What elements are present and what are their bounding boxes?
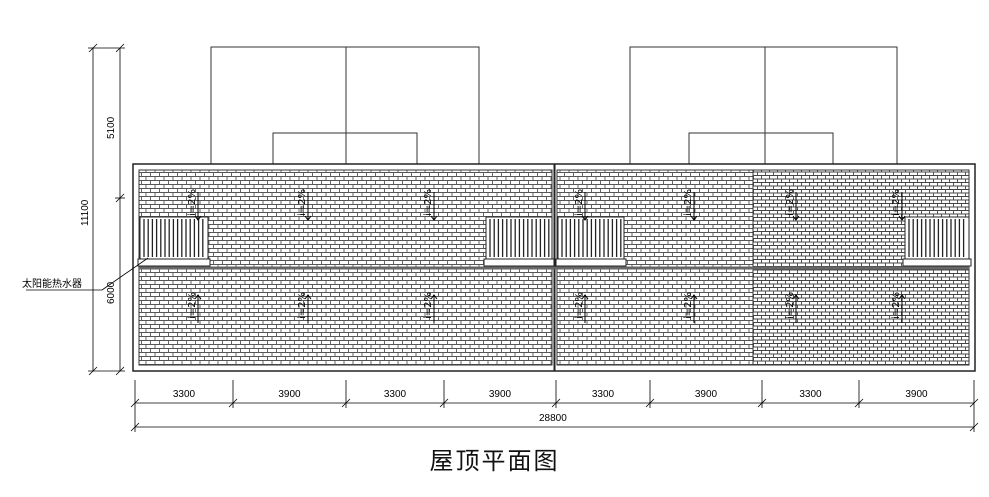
upper-outline-right	[629, 46, 898, 164]
dim-segment-6: 3900	[695, 389, 718, 400]
dim-segment-7: 3300	[799, 389, 822, 400]
slope-label-t5: i=2%	[785, 189, 800, 221]
slope-label-b0: i=2%	[187, 292, 202, 323]
dim-6000: 6000	[106, 281, 117, 304]
solar-heater-2	[483, 216, 555, 267]
slope-text: i=2%	[187, 189, 198, 216]
slope-text: i=2%	[297, 292, 308, 319]
dim-segment-3: 3300	[384, 389, 407, 400]
solar-heater-4	[902, 216, 972, 267]
dim-segment-4: 3900	[489, 389, 512, 400]
dim-28800: 28800	[539, 413, 567, 424]
slope-label-b1: i=2%	[297, 292, 312, 323]
slope-label-b2: i=2%	[423, 292, 438, 323]
solar-water-heaters	[137, 216, 972, 267]
slope-label-t3: i=2%	[574, 189, 589, 221]
dim-segment-2: 3900	[278, 389, 301, 400]
slope-label-b3: i=2%	[574, 292, 589, 323]
callout-label: 太阳能热水器	[22, 277, 82, 290]
slope-text: i=2%	[574, 292, 585, 319]
slope-label-t2: i=2%	[423, 189, 438, 221]
slope-text: i=2%	[187, 292, 198, 319]
slope-label-b6: i=2%	[891, 292, 906, 323]
slope-labels: i=2% i=2% i=2% i=2% i=2% i=2% i=2% i=2% i=2% i=2%…	[187, 189, 906, 323]
slope-label-t6: i=2%	[891, 189, 906, 221]
solar-heater-1	[137, 216, 211, 267]
upper-outline-left	[210, 46, 480, 164]
slope-text: i=2%	[297, 189, 308, 216]
slope-text: i=2%	[785, 189, 796, 216]
dim-5100: 5100	[106, 116, 117, 139]
slope-text: i=2%	[574, 189, 585, 216]
slope-text: i=2%	[423, 189, 434, 216]
slope-label-b4: i=2%	[683, 292, 698, 323]
dim-11100: 11100	[80, 199, 91, 226]
slope-text: i=2%	[683, 292, 694, 319]
bottom-dimensions: 3300 3900 3300 3900 3300 3900 3300 3900	[130, 380, 979, 432]
left-dimensions	[88, 43, 125, 376]
slope-label-t1: i=2%	[297, 189, 312, 221]
slope-text: i=2%	[423, 292, 434, 319]
dim-segment-5: 3300	[592, 389, 615, 400]
drawing-caption: 屋顶平面图	[429, 447, 560, 475]
solar-heater-callout: 太阳能热水器	[22, 257, 149, 291]
solar-heater-3	[555, 216, 627, 267]
slope-label-b5: i=2%	[785, 292, 800, 323]
slope-text: i=2%	[683, 189, 694, 216]
slope-text: i=2%	[891, 292, 902, 319]
slope-label-t0: i=2%	[187, 189, 202, 221]
dim-segment-1: 3300	[173, 389, 196, 400]
slope-label-t4: i=2%	[683, 189, 698, 221]
slope-text: i=2%	[891, 189, 902, 216]
slope-text: i=2%	[785, 292, 796, 319]
dim-segment-8: 3900	[905, 389, 928, 400]
